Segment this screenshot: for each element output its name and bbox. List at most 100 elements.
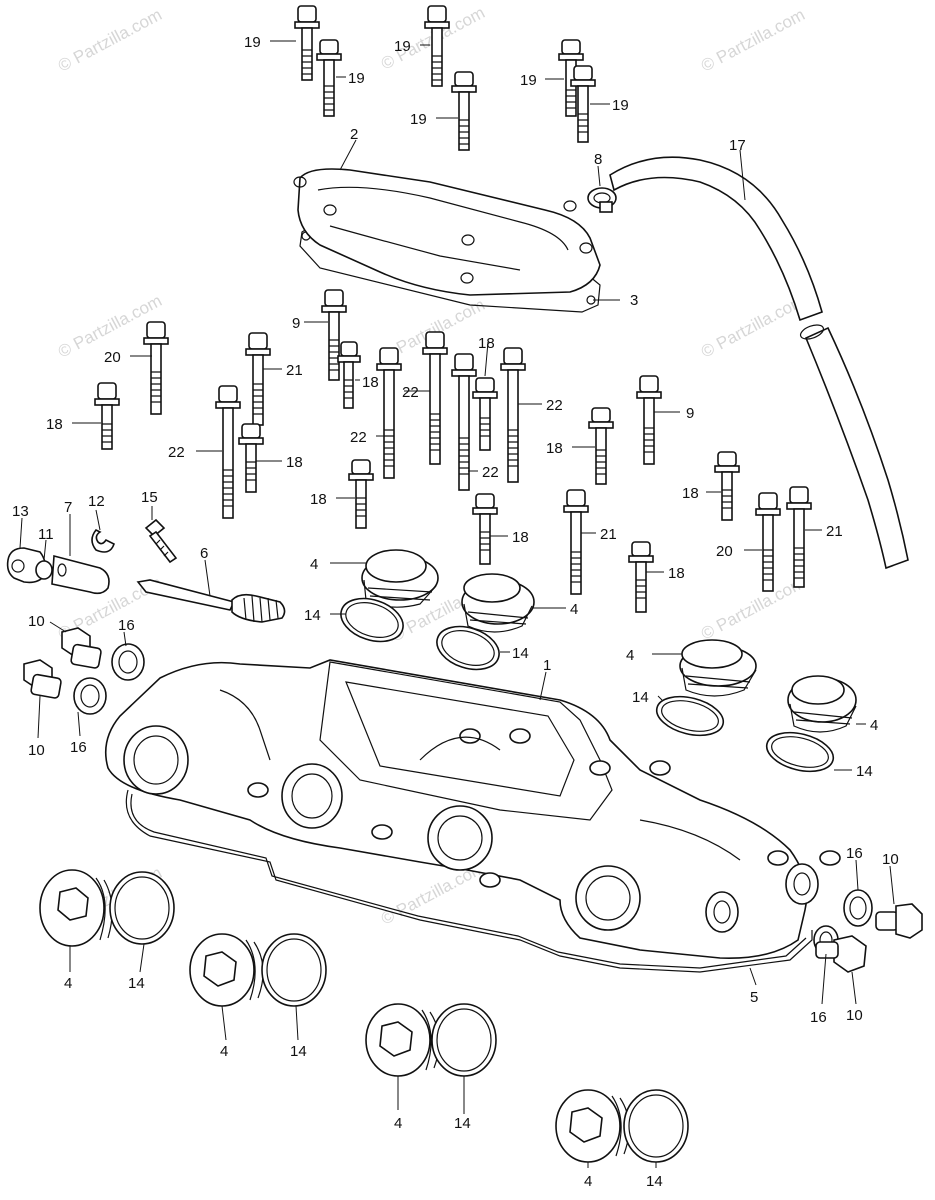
bolt-9-a[interactable]	[321, 289, 347, 381]
bolt-19-e[interactable]	[558, 39, 584, 117]
callout-12: 12	[88, 493, 105, 510]
tappet-cap-f[interactable]	[189, 933, 264, 1007]
bolt-18-d[interactable]	[472, 377, 498, 451]
callout-19: 19	[612, 97, 629, 114]
callout-16: 16	[846, 845, 863, 862]
o-ring-a[interactable]	[335, 591, 408, 649]
watermark: © Partzilla.com	[698, 573, 808, 644]
bolt-21-b[interactable]	[563, 489, 589, 595]
bolt-22-d[interactable]	[451, 353, 477, 491]
callout-19: 19	[348, 70, 365, 87]
washer-16-a[interactable]	[111, 643, 145, 681]
tappet-cap-d[interactable]	[787, 675, 857, 733]
washer-16-c[interactable]	[843, 889, 873, 927]
tappet-cap-a[interactable]	[361, 549, 439, 608]
callout-18: 18	[682, 485, 699, 502]
callout-16: 16	[70, 739, 87, 756]
callout-4: 4	[626, 647, 634, 664]
hose-clamp[interactable]	[587, 187, 617, 213]
bolt-21-c[interactable]	[786, 486, 812, 588]
tappet-cap-b[interactable]	[461, 573, 535, 633]
cable-joint-assembly[interactable]	[6, 547, 110, 595]
sealing-bolt-10-b[interactable]	[23, 659, 62, 699]
tappet-cap-h[interactable]	[555, 1089, 630, 1163]
callout-20: 20	[104, 349, 121, 366]
bolt-18-i[interactable]	[628, 541, 654, 613]
callout-14: 14	[512, 645, 529, 662]
callout-10: 10	[28, 613, 45, 630]
bolt-19-b[interactable]	[316, 39, 342, 117]
bolt-22-a[interactable]	[215, 385, 241, 519]
bolt-19-d[interactable]	[451, 71, 477, 151]
callout-5: 5	[750, 989, 758, 1006]
callout-2: 2	[350, 126, 358, 143]
screw-15[interactable]	[144, 518, 178, 564]
bolt-18-h[interactable]	[472, 493, 498, 565]
bolt-18-g[interactable]	[348, 459, 374, 529]
o-ring-b[interactable]	[431, 619, 504, 677]
o-ring-c[interactable]	[653, 690, 728, 741]
breather-hose[interactable]	[609, 156, 909, 570]
callout-21: 21	[286, 362, 303, 379]
bolt-20-b[interactable]	[755, 492, 781, 592]
bolt-22-b[interactable]	[376, 347, 402, 479]
callout-19: 19	[244, 34, 261, 51]
bolt-9-b[interactable]	[636, 375, 662, 465]
callout-18: 18	[512, 529, 529, 546]
callout-16: 16	[810, 1009, 827, 1026]
bolt-18-e[interactable]	[588, 407, 614, 485]
callout-4: 4	[584, 1173, 592, 1190]
callout-7: 7	[64, 499, 72, 516]
tappet-cap-c[interactable]	[679, 639, 757, 697]
tappet-cap-e[interactable]	[39, 869, 113, 947]
callout-14: 14	[856, 763, 873, 780]
head-cover-gasket[interactable]	[125, 789, 813, 973]
o-ring-f[interactable]	[261, 933, 327, 1007]
callout-11: 11	[38, 526, 54, 543]
callout-21: 21	[600, 526, 617, 543]
callout-17: 17	[729, 137, 746, 154]
washer-16-b[interactable]	[73, 677, 107, 715]
callout-15: 15	[141, 489, 158, 506]
sealing-bolt-10-c[interactable]	[875, 903, 923, 939]
callout-9: 9	[292, 315, 300, 332]
callout-14: 14	[632, 689, 649, 706]
callout-8: 8	[594, 151, 602, 168]
bolt-22-e[interactable]	[500, 347, 526, 483]
callout-22: 22	[168, 444, 185, 461]
callout-4: 4	[64, 975, 72, 992]
callout-10: 10	[28, 742, 45, 759]
bolt-22-c[interactable]	[422, 331, 448, 465]
bolt-18-a[interactable]	[337, 341, 361, 409]
callout-22: 22	[482, 464, 499, 481]
callout-19: 19	[520, 72, 537, 89]
o-ring-d[interactable]	[763, 726, 838, 777]
watermark: © Partzilla.com	[698, 5, 808, 76]
o-ring-h[interactable]	[623, 1089, 689, 1163]
bolt-19-f[interactable]	[570, 65, 596, 143]
callout-18: 18	[46, 416, 63, 433]
bolt-19-c[interactable]	[424, 5, 450, 87]
o-ring-e[interactable]	[109, 871, 175, 945]
tappet-cap-g[interactable]	[365, 1003, 440, 1077]
bolt-18-b[interactable]	[94, 382, 120, 450]
callout-14: 14	[290, 1043, 307, 1060]
bolt-19-a[interactable]	[294, 5, 320, 81]
bolt-20-a[interactable]	[143, 321, 169, 415]
callout-14: 14	[304, 607, 321, 624]
sealing-bolt-10-a[interactable]	[61, 627, 102, 669]
breather-cover[interactable]	[293, 168, 601, 296]
sealing-bolt-10-d[interactable]	[815, 935, 867, 973]
bolt-18-c[interactable]	[238, 423, 264, 493]
callout-4: 4	[870, 717, 878, 734]
o-ring-g[interactable]	[431, 1003, 497, 1077]
callout-10: 10	[882, 851, 899, 868]
circlip[interactable]	[91, 528, 115, 553]
bolt-18-f[interactable]	[714, 451, 740, 521]
bolt-21-a[interactable]	[245, 332, 271, 426]
tachometer-gear-shaft[interactable]	[136, 579, 286, 623]
callout-labels: 19 19 19 19 19 19 2 8 17 3 9 18 20 21 18…	[12, 34, 899, 1190]
cylinder-head-cover[interactable]	[104, 659, 841, 959]
